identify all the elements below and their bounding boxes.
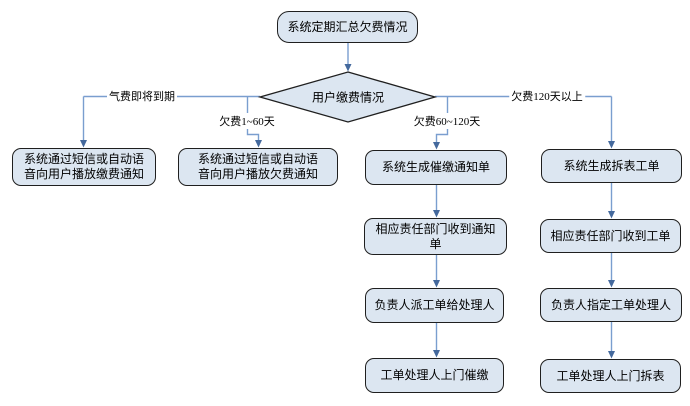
node-dept-receive-notice: 相应责任部门收到通知单 bbox=[364, 218, 507, 255]
edge-label-arrears-120-plus: 欠费120天以上 bbox=[509, 88, 585, 104]
node-gen-removal-label: 系统生成拆表工单 bbox=[563, 158, 660, 173]
edge-label-arrears-1-60: 欠费1~60天 bbox=[217, 113, 277, 129]
node-dept-receive-order-label: 相应责任部门收到工单 bbox=[550, 228, 671, 243]
node-start: 系统定期汇总欠费情况 bbox=[277, 11, 418, 43]
decision-diamond bbox=[257, 71, 438, 123]
node-notify-arrears-label: 系统通过短信或自动语音向用户播放欠费通知 bbox=[197, 152, 318, 181]
node-door-remove: 工单处理人上门拆表 bbox=[540, 359, 681, 393]
edge-label-due-soon: 气费即将到期 bbox=[107, 88, 177, 104]
node-gen-removal: 系统生成拆表工单 bbox=[541, 149, 682, 183]
node-notify-arrears: 系统通过短信或自动语音向用户播放欠费通知 bbox=[178, 148, 338, 186]
node-gen-reminder: 系统生成催缴通知单 bbox=[365, 150, 507, 185]
decision-label: 用户缴费情况 bbox=[311, 90, 385, 105]
node-door-remove-label: 工单处理人上门拆表 bbox=[556, 368, 665, 383]
node-designate-handler-label: 负责人指定工单处理人 bbox=[550, 297, 671, 312]
node-dept-receive-order: 相应责任部门收到工单 bbox=[540, 219, 681, 253]
node-assign-order: 负责人派工单给处理人 bbox=[365, 288, 504, 323]
node-start-label: 系统定期汇总欠费情况 bbox=[287, 19, 408, 34]
node-notify-due-label: 系统通过短信或自动语音向用户播放缴费通知 bbox=[23, 152, 144, 181]
node-gen-reminder-label: 系统生成催缴通知单 bbox=[381, 160, 490, 174]
node-assign-order-label: 负责人派工单给处理人 bbox=[374, 298, 495, 312]
node-door-collect: 工单处理人上门催缴 bbox=[365, 358, 504, 393]
node-designate-handler: 负责人指定工单处理人 bbox=[540, 288, 682, 322]
node-notify-due: 系统通过短信或自动语音向用户播放缴费通知 bbox=[12, 148, 156, 186]
node-dept-receive-notice-label: 相应责任部门收到通知单 bbox=[375, 221, 496, 251]
edge-label-arrears-60-120: 欠费60~120天 bbox=[411, 113, 483, 129]
node-door-collect-label: 工单处理人上门催缴 bbox=[380, 368, 489, 382]
